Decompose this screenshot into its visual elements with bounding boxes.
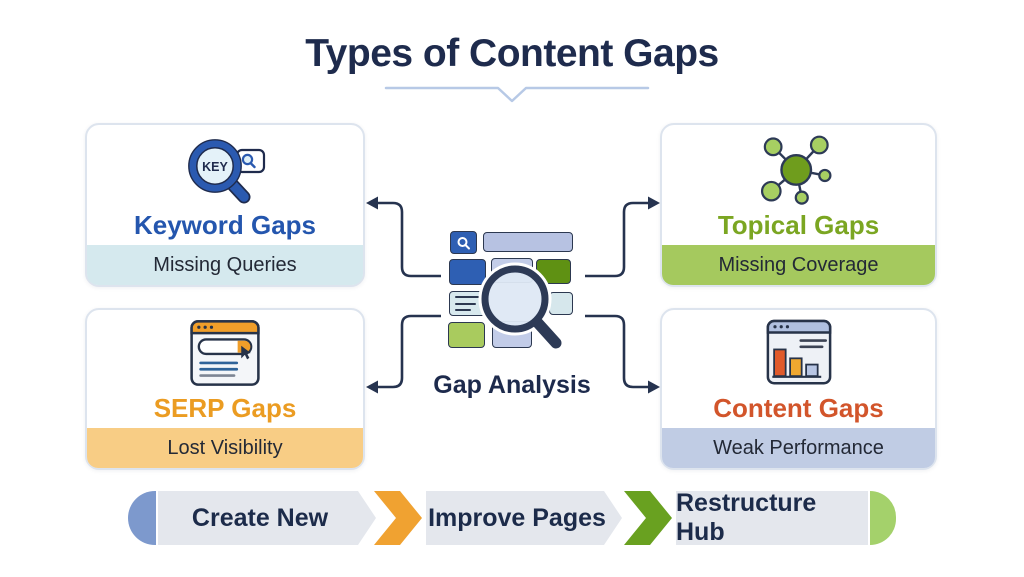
keyword-gaps-footer: Missing Queries [87, 245, 363, 285]
wide-tile [483, 232, 573, 252]
card-topical-gaps: Topical Gaps Missing Coverage [660, 123, 937, 287]
gap-analysis-magnifier-collage [444, 226, 582, 354]
svg-text:KEY: KEY [202, 160, 228, 174]
gap-analysis-label: Gap Analysis [433, 371, 591, 399]
keyword-gaps-title: Keyword Gaps [133, 210, 317, 240]
light-green-tile [448, 322, 485, 348]
process-step-improve-pages: Improve Pages [426, 491, 622, 545]
process-step-create-new: Create New [158, 491, 376, 545]
arrow-to-topical [585, 201, 648, 278]
card-topical-body: Topical Gaps [662, 125, 935, 245]
card-serp-body: SERP Gaps [87, 310, 363, 428]
card-content-gaps: Content Gaps Weak Performance [660, 308, 937, 470]
process-bar-left-cap [128, 491, 156, 545]
content-chart-icon [759, 310, 839, 395]
content-gaps-footer: Weak Performance [662, 428, 935, 468]
topic-cluster-icon [754, 125, 844, 212]
card-keyword-gaps: KEY Keyword Gaps Missing Queries [85, 123, 365, 287]
card-keyword-body: KEY Keyword Gaps [87, 125, 363, 245]
chevron-arrow-icon-2 [624, 491, 672, 545]
topical-gaps-footer: Missing Coverage [662, 245, 935, 285]
arrow-to-keyword [378, 201, 441, 278]
search-tile-icon [450, 231, 477, 254]
content-gaps-title: Content Gaps [713, 393, 884, 423]
keyword-magnifier-icon: KEY [179, 125, 271, 212]
card-content-body: Content Gaps [662, 310, 935, 428]
magnifying-glass-icon [478, 262, 564, 351]
arrowhead-keyword [366, 196, 378, 210]
title-underline-chevron [384, 86, 650, 103]
arrowhead-topical [648, 196, 660, 210]
topical-gaps-title: Topical Gaps [717, 210, 880, 240]
card-serp-gaps: SERP Gaps Lost Visibility [85, 308, 365, 470]
process-step-restructure-hub: Restructure Hub [676, 489, 868, 546]
process-bar-right-cap [870, 491, 896, 545]
serp-window-icon [181, 310, 269, 395]
chevron-arrow-icon-1 [374, 491, 422, 545]
blue-tile [449, 259, 486, 285]
page-title: Types of Content Gaps [305, 32, 719, 75]
serp-gaps-footer: Lost Visibility [87, 428, 363, 468]
serp-gaps-title: SERP Gaps [153, 393, 297, 423]
